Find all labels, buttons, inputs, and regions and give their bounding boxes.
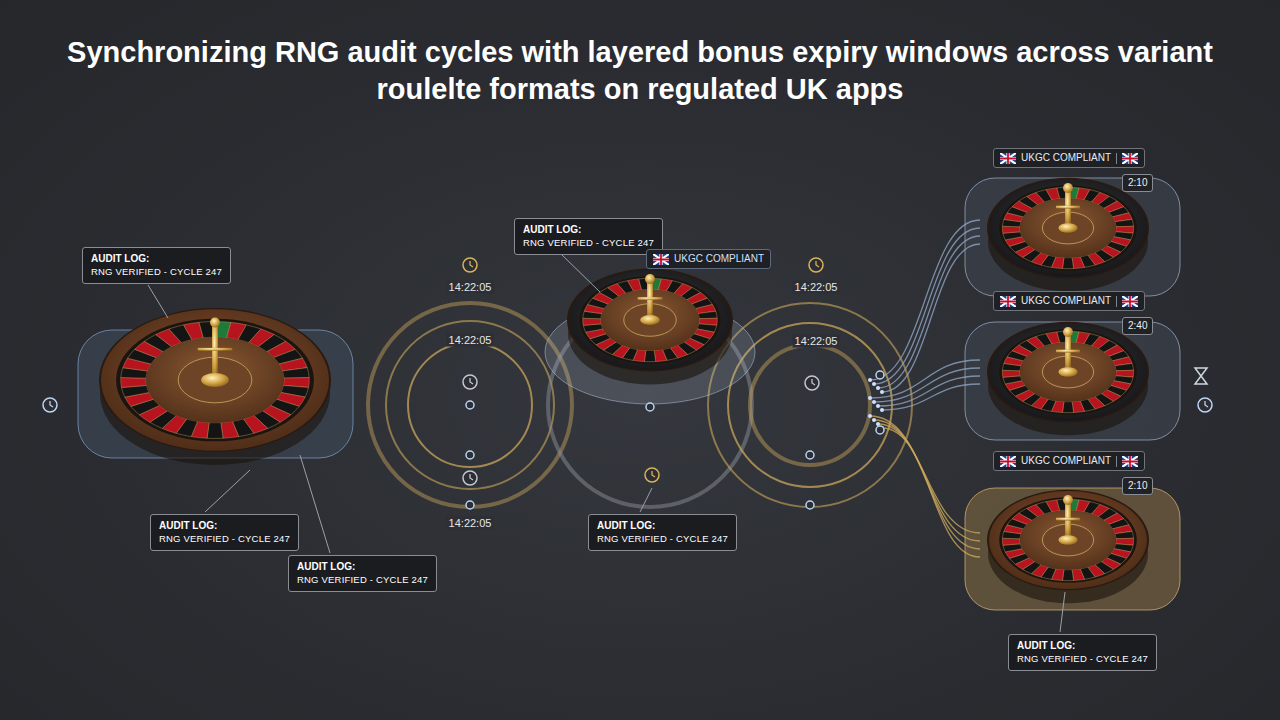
log-heading: AUDIT LOG:: [159, 519, 290, 532]
timer-text: 2:10: [1128, 177, 1147, 188]
log-entry: RNG VERIFIED - CYCLE 247: [523, 236, 654, 249]
badge-text: UKGC COMPLIANT: [1021, 295, 1111, 307]
wire-dot: [868, 378, 872, 382]
audit-log-box: AUDIT LOG:RNG VERIFIED - CYCLE 247: [288, 555, 437, 592]
sync-dot: [466, 401, 474, 409]
badge-text: UKGC COMPLIANT: [674, 253, 764, 265]
timer-text: 2:40: [1128, 320, 1147, 331]
sync-wire: [882, 384, 980, 410]
clock-icon: [805, 376, 819, 390]
uk-flag-icon: [1122, 153, 1138, 164]
leader-line: [205, 470, 250, 512]
sync-wire: [870, 220, 980, 380]
roulette-wheel: [988, 490, 1148, 603]
wheel-platform: [965, 322, 1180, 440]
hourglass-icon: [1195, 368, 1207, 384]
badge-divider: [1116, 296, 1117, 307]
uk-flag-icon: [1000, 153, 1016, 164]
timer-tag: 2:10: [1122, 477, 1153, 495]
wheel-platform: [965, 488, 1180, 610]
uk-flag-icon: [1000, 456, 1016, 467]
audit-log-box: AUDIT LOG:RNG VERIFIED - CYCLE 247: [150, 514, 299, 551]
audit-log-box: AUDIT LOG:RNG VERIFIED - CYCLE 247: [82, 247, 231, 284]
leader-line: [300, 455, 330, 553]
log-heading: AUDIT LOG:: [597, 519, 728, 532]
roulette-wheel: [988, 178, 1148, 291]
sync-dot: [646, 403, 654, 411]
wire-dot: [868, 396, 872, 400]
sync-dot: [876, 371, 884, 379]
clock-icon: [463, 258, 477, 272]
compliance-badge: UKGC COMPLIANT: [993, 148, 1145, 168]
roulette-wheel: [988, 322, 1148, 435]
log-heading: AUDIT LOG:: [1017, 639, 1148, 652]
wheel-platform: [965, 178, 1180, 296]
sync-wire: [870, 360, 980, 398]
wire-dot: [872, 382, 876, 386]
badge-divider: [1116, 456, 1117, 467]
audit-log-box: AUDIT LOG:RNG VERIFIED - CYCLE 247: [1008, 634, 1157, 671]
uk-flag-icon: [1122, 456, 1138, 467]
uk-flag-icon: [1000, 296, 1016, 307]
uk-flag-icon: [653, 254, 669, 265]
leader-line: [148, 285, 168, 318]
wire-dot: [880, 408, 884, 412]
badge-divider: [1116, 153, 1117, 164]
clock-icon: [1198, 398, 1212, 412]
log-entry: RNG VERIFIED - CYCLE 247: [597, 532, 728, 545]
clock-icon: [463, 375, 477, 389]
log-entry: RNG VERIFIED - CYCLE 247: [1017, 652, 1148, 665]
sync-wire: [882, 428, 980, 557]
timestamp-label: 14:22:05: [793, 335, 840, 348]
wire-dot: [872, 400, 876, 404]
sync-dot: [806, 501, 814, 509]
sync-dot: [466, 451, 474, 459]
wire-dot: [872, 418, 876, 422]
sync-dot: [876, 426, 884, 434]
timestamp-label: 14:22:05: [447, 281, 494, 294]
log-heading: AUDIT LOG:: [297, 560, 428, 573]
leader-line: [640, 488, 652, 512]
log-entry: RNG VERIFIED - CYCLE 247: [91, 265, 222, 278]
timestamp-label: 14:22:05: [447, 517, 494, 530]
timer-tag: 2:10: [1122, 174, 1153, 192]
audit-log-box: AUDIT LOG:RNG VERIFIED - CYCLE 247: [588, 514, 737, 551]
sync-dot: [806, 451, 814, 459]
timer-tag: 2:40: [1122, 317, 1153, 335]
timestamp-label: 14:22:05: [447, 334, 494, 347]
clock-icon: [463, 471, 477, 485]
compliance-badge: UKGC COMPLIANT: [993, 451, 1145, 471]
audit-log-box: AUDIT LOG:RNG VERIFIED - CYCLE 247: [514, 218, 663, 255]
leader-line: [1060, 592, 1065, 632]
leader-line: [560, 253, 600, 292]
sync-dot: [466, 501, 474, 509]
log-entry: RNG VERIFIED - CYCLE 247: [159, 532, 290, 545]
clock-icon: [43, 398, 57, 412]
sync-wire: [878, 236, 980, 388]
roulette-wheel: [568, 269, 732, 384]
sync-wire: [878, 376, 980, 406]
clock-icon: [645, 468, 659, 482]
wire-dot: [876, 386, 880, 390]
wire-dot: [868, 414, 872, 418]
log-heading: AUDIT LOG:: [523, 223, 654, 236]
log-heading: AUDIT LOG:: [91, 252, 222, 265]
timestamp-label: 14:22:05: [793, 281, 840, 294]
diagram-title: Synchronizing RNG audit cycles with laye…: [40, 34, 1240, 108]
wire-dot: [876, 404, 880, 408]
roulette-wheel: [100, 309, 330, 465]
uk-flag-icon: [1122, 296, 1138, 307]
clock-icon: [809, 258, 823, 272]
timer-text: 2:10: [1128, 480, 1147, 491]
wire-dot: [880, 390, 884, 394]
compliance-badge: UKGC COMPLIANT: [993, 291, 1145, 311]
compliance-badge: UKGC COMPLIANT: [646, 249, 771, 269]
sync-wire: [882, 244, 980, 392]
badge-text: UKGC COMPLIANT: [1021, 455, 1111, 467]
log-entry: RNG VERIFIED - CYCLE 247: [297, 573, 428, 586]
badge-text: UKGC COMPLIANT: [1021, 152, 1111, 164]
